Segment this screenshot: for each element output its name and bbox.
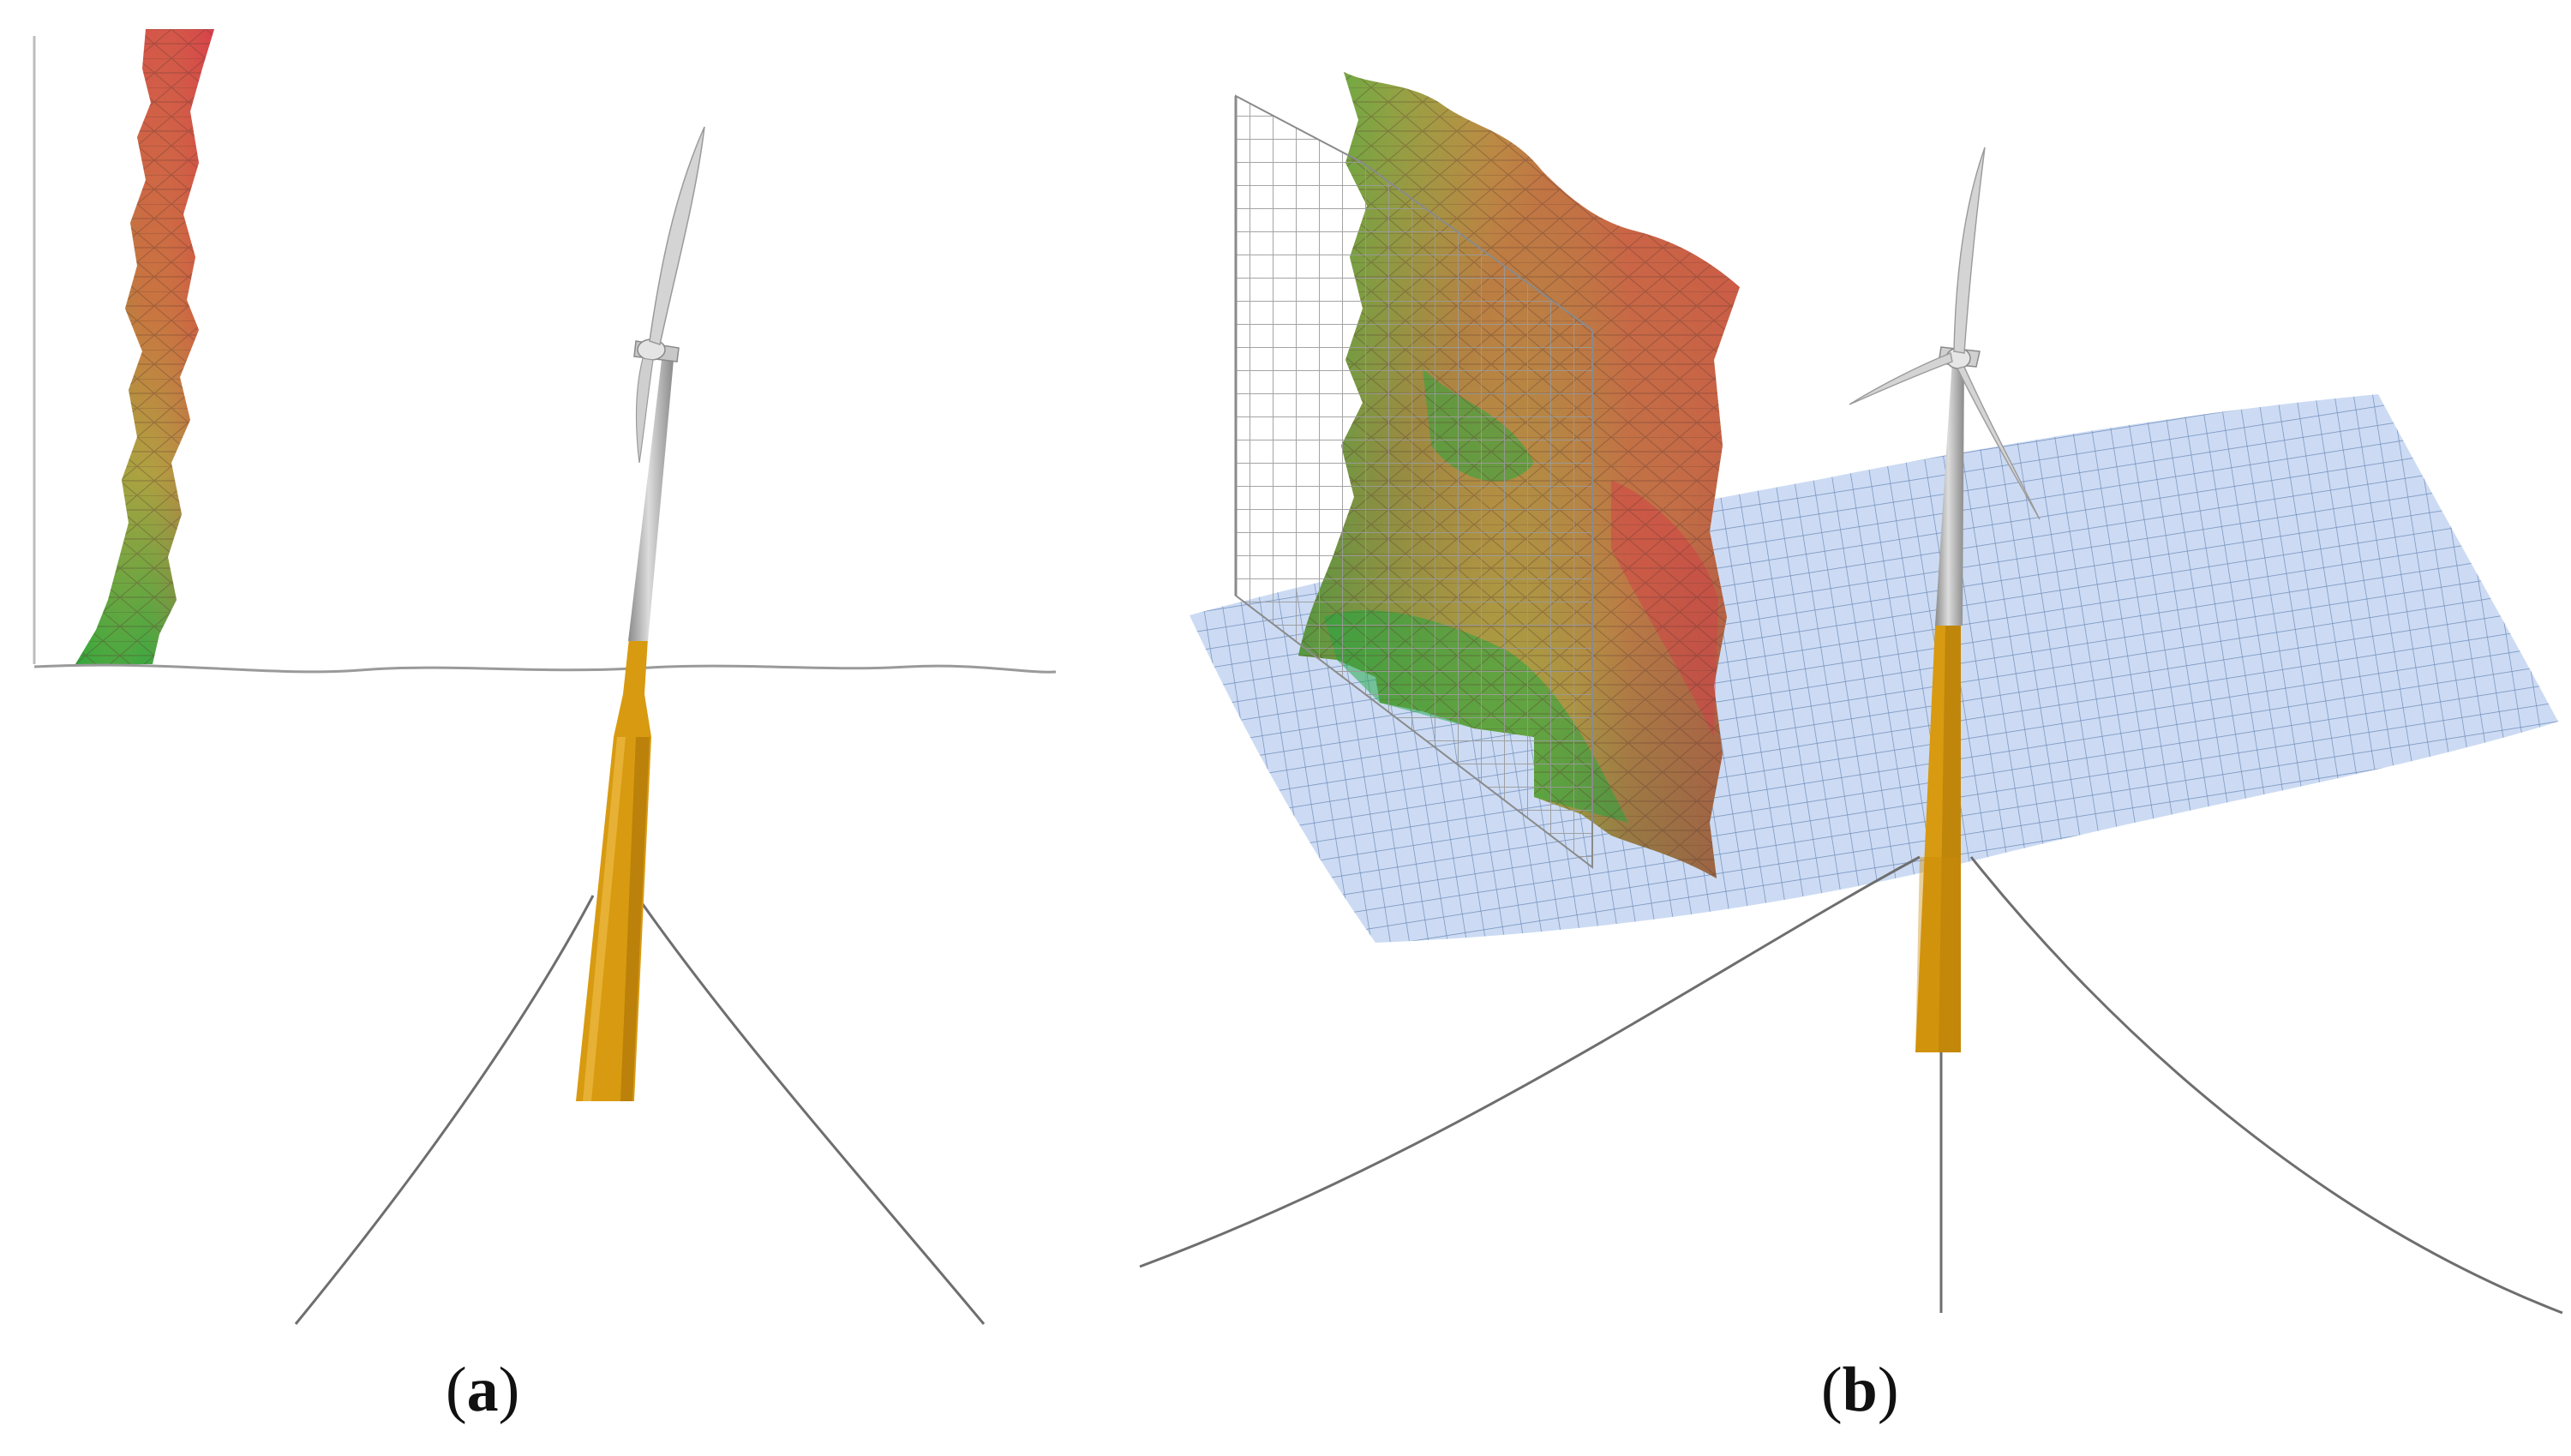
panel-a <box>33 29 1057 1325</box>
panel-b <box>1139 72 2563 1315</box>
panel-b-floater <box>1915 626 1961 1052</box>
panel-a-mooring-lines <box>294 889 986 1325</box>
panel-a-wind-field <box>75 29 214 664</box>
panel-b-tower <box>1849 147 2041 626</box>
panel-b-mooring-lines <box>1139 855 2563 1315</box>
caption-panel-a: (a) <box>446 1355 520 1425</box>
caption-panel-b: (b) <box>1821 1355 1899 1425</box>
panel-a-sea-surface <box>33 663 1057 674</box>
panel-a-tower <box>628 126 705 641</box>
